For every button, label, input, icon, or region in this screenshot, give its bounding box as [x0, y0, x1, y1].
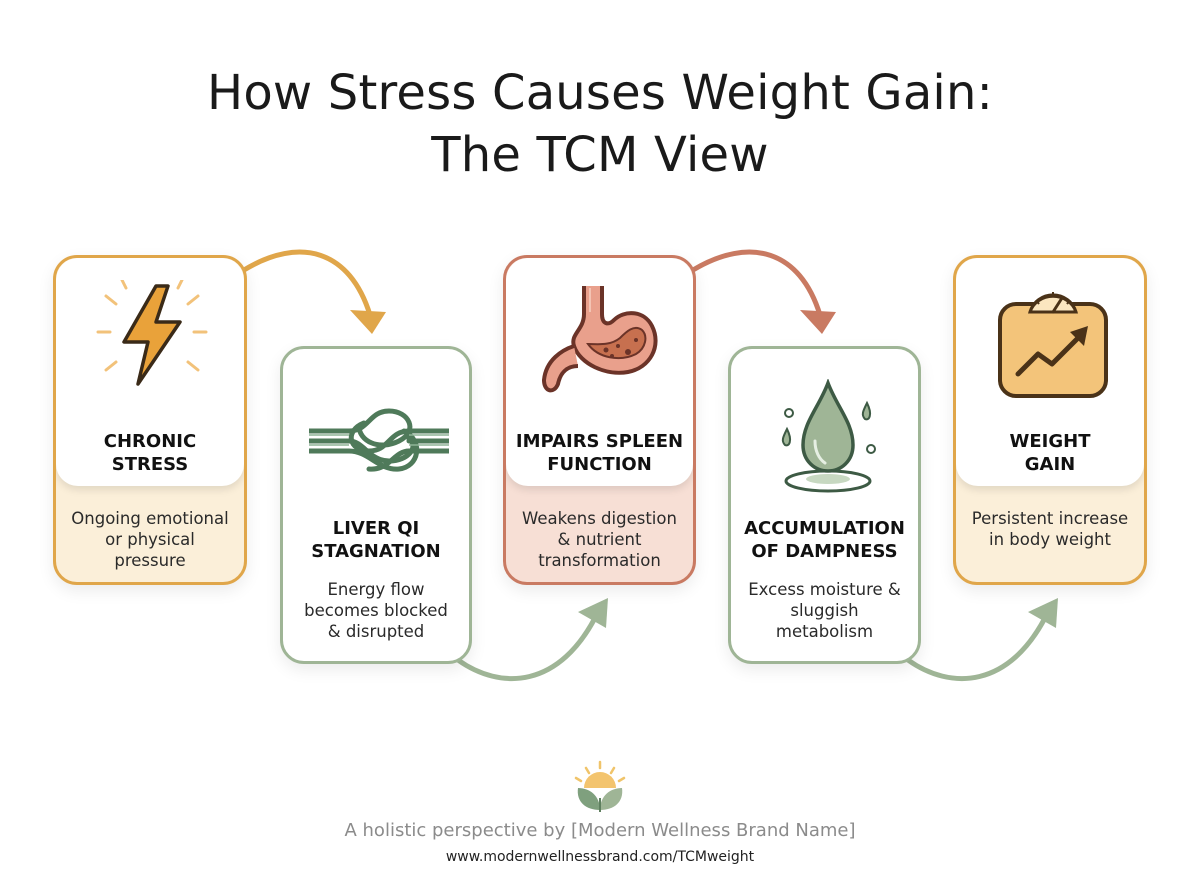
arrow-stress-to-liver [241, 249, 373, 318]
arrowhead-1 [350, 310, 386, 334]
arrow-spleen-to-dampness [690, 249, 823, 318]
knot-icon [309, 408, 449, 472]
arrowhead-4 [1028, 598, 1058, 628]
arrowhead-3 [800, 310, 836, 334]
footer-url: www.modernwellnessbrand.com/TCMweight [445, 849, 755, 865]
arrow-dampness-to-weight [905, 609, 1051, 682]
water-drop-icon [781, 379, 876, 493]
brand-logo-icon [574, 760, 626, 812]
title-line-2: The TCM View [431, 127, 769, 183]
footer-tagline: A holistic perspective by [Modern Wellne… [344, 820, 856, 841]
title-line-1: How Stress Causes Weight Gain: [207, 65, 993, 121]
arrow-liver-to-spleen [455, 609, 601, 682]
arrowhead-2 [578, 598, 608, 628]
page-title: How Stress Causes Weight Gain: The TCM V… [0, 62, 1200, 186]
lightning-bolt-icon [96, 280, 208, 386]
scale-icon [998, 292, 1108, 398]
stomach-icon [542, 286, 658, 393]
